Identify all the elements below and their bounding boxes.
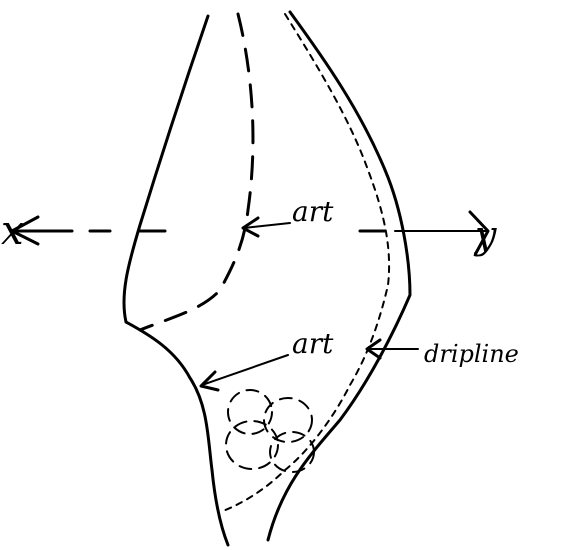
- art-arrow-lower-shaft: [202, 355, 288, 385]
- label-art-upper: art: [292, 195, 334, 228]
- dashed-circles: [226, 390, 314, 472]
- label-dripline: dripline: [424, 340, 519, 368]
- dripline-arrow: [367, 340, 418, 358]
- outline-right: [268, 12, 410, 540]
- art-arrow-upper: [243, 218, 290, 236]
- label-x: x: [1, 208, 24, 254]
- label-art-lower: art: [292, 327, 334, 360]
- dripline-dashed-line: [220, 14, 389, 512]
- label-y: y: [473, 213, 497, 257]
- art-arrow-lower: [201, 355, 288, 390]
- outline-left: [124, 16, 228, 545]
